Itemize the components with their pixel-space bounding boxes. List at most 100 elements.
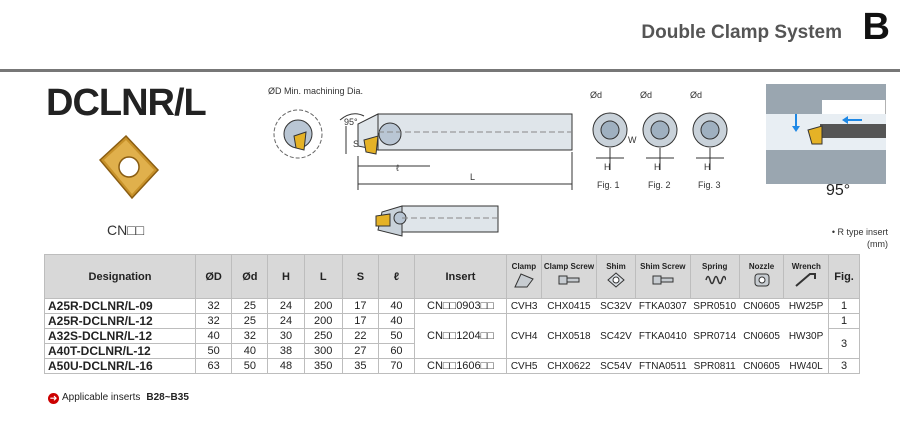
row-l: 40	[377, 313, 415, 329]
dim-w: W	[628, 135, 637, 145]
col-clamp: Clamp	[506, 254, 542, 299]
row-S: 27	[341, 343, 379, 359]
row-Od: 50	[231, 358, 269, 374]
insert-image	[98, 134, 160, 200]
shank-figures	[592, 112, 728, 170]
row-fig: 1	[828, 298, 860, 314]
part-shim: SC32V	[596, 298, 636, 314]
dim-h-3: H	[704, 162, 711, 172]
row-insert: CN□□0903□□	[413, 298, 508, 314]
row-insert: CN□□1204□□	[413, 313, 508, 359]
col-nozzle: Nozzle	[738, 254, 785, 299]
col-OD: ØD	[194, 254, 233, 299]
application-diagram	[766, 84, 886, 184]
row-designation: A32S-DCLNR/L-12	[44, 328, 196, 344]
col-wrench: Wrench	[783, 254, 830, 299]
part-clamp-screw: CHX0518	[541, 313, 597, 359]
row-designation: A50U-DCLNR/L-16	[44, 358, 196, 374]
table-row: A50U-DCLNR/L-16 63 50 48 350 35 70 CN□□1…	[44, 358, 860, 374]
nozzle-icon	[754, 273, 770, 286]
arrow-right-icon: ➜	[48, 393, 59, 404]
section-letter: B	[862, 6, 890, 48]
part-clamp-screw: CHX0622	[541, 358, 597, 374]
table-row: A40T-DCLNR/L-12 50 40 38 300 27 60	[44, 343, 860, 359]
part-clamp-screw: CHX0415	[541, 298, 597, 314]
fig-2-caption: Fig. 2	[648, 180, 671, 190]
applicable-inserts-range: B28~B35	[146, 392, 189, 403]
col-shim: Shim	[596, 254, 636, 299]
part-wrench: HW40L	[783, 358, 829, 374]
row-insert: CN□□1606□□	[413, 358, 508, 374]
col-designation: Designation	[44, 254, 196, 299]
nozzle-header: Nozzle	[748, 261, 775, 271]
col-spring: Spring	[689, 254, 740, 299]
approach-angle: 95°	[826, 182, 851, 199]
row-Od: 40	[231, 343, 269, 359]
row-L: 200	[303, 313, 343, 329]
part-shim-screw: FTNA0511	[635, 358, 691, 374]
row-H: 24	[267, 298, 305, 314]
row-Od: 25	[231, 298, 269, 314]
wrench-header: Wrench	[791, 261, 821, 271]
part-shim: SC42V	[596, 313, 636, 359]
row-L: 200	[303, 298, 343, 314]
row-l: 40	[377, 298, 415, 314]
row-designation: A25R-DCLNR/L-09	[44, 298, 196, 314]
row-l: 60	[377, 343, 415, 359]
shim-screw-header: Shim Screw	[640, 261, 686, 271]
spec-table: Designation ØD Ød H L S ℓ Insert Clamp C…	[44, 254, 860, 374]
col-H: H	[267, 254, 305, 299]
unit-note: • R type insert (mm)	[832, 226, 888, 250]
row-Od: 32	[231, 328, 269, 344]
table-row: A32S-DCLNR/L-12 40 32 30 250 22 50 3	[44, 328, 860, 359]
row-OD: 63	[194, 358, 233, 374]
col-S: S	[341, 254, 379, 299]
row-OD: 50	[194, 343, 233, 359]
part-shim: SC54V	[596, 358, 636, 374]
col-insert: Insert	[413, 254, 508, 299]
col-Od: Ød	[231, 254, 269, 299]
row-designation: A40T-DCLNR/L-12	[44, 343, 196, 359]
part-wrench: HW30P	[783, 313, 829, 359]
fig-3-caption: Fig. 3	[698, 180, 721, 190]
fig-1-caption: Fig. 1	[597, 180, 620, 190]
row-L: 350	[303, 358, 343, 374]
row-l: 70	[377, 358, 415, 374]
header-divider	[0, 69, 900, 72]
dim-od-1: Ød	[590, 90, 603, 100]
row-Od: 25	[231, 313, 269, 329]
part-spring: SPR0510	[690, 298, 740, 314]
model-title: DCLNR/L	[46, 82, 207, 124]
row-S: 35	[341, 358, 379, 374]
row-OD: 32	[194, 298, 233, 314]
part-clamp: CVH5	[506, 358, 542, 374]
row-S: 17	[341, 313, 379, 329]
table-row: A25R-DCLNR/L-12 32 25 24 200 17 40 CN□□1…	[44, 313, 860, 359]
col-l: ℓ	[377, 254, 415, 299]
col-L: L	[303, 254, 343, 299]
dim-l: L	[470, 172, 476, 182]
part-spring: SPR0714	[690, 313, 740, 359]
clamp-screw-header: Clamp Screw	[543, 261, 595, 271]
dim-od-3: Ød	[690, 90, 703, 100]
row-fig: 3	[828, 328, 860, 359]
row-fig: 1	[828, 313, 860, 329]
wrench-icon	[795, 272, 817, 287]
tool-side-view	[375, 205, 499, 237]
dim-s: S	[353, 139, 360, 149]
row-OD: 32	[194, 313, 233, 329]
col-fig: Fig.	[828, 254, 860, 299]
shim-screw-icon	[652, 275, 674, 284]
spring-icon	[704, 275, 727, 284]
part-clamp: CVH3	[506, 298, 542, 314]
shim-header: Shim	[606, 261, 626, 271]
dim-h-2: H	[654, 162, 661, 172]
row-L: 250	[303, 328, 343, 344]
part-spring: SPR0811	[690, 358, 740, 374]
table-row: A25R-DCLNR/L-09 32 25 24 200 17 40 CN□□0…	[44, 298, 860, 314]
angle-label: 95°	[344, 117, 358, 127]
part-nozzle: CN0605	[739, 313, 784, 359]
row-S: 22	[341, 328, 379, 344]
shim-icon	[607, 271, 625, 288]
